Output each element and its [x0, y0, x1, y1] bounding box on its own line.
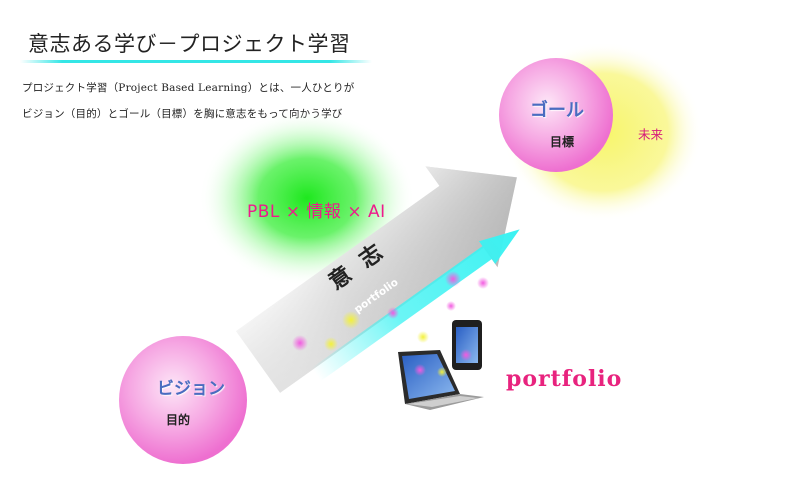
- smartphone-icon: [452, 320, 482, 370]
- goal-label: ゴール: [530, 100, 584, 121]
- sparkle-dot: [387, 307, 399, 319]
- sparkle-dot: [324, 337, 338, 351]
- portfolio-label: portfolio: [506, 366, 623, 392]
- sparkle-dot: [342, 311, 360, 329]
- portfolio-ribbon: [311, 229, 520, 382]
- future-label: 未来: [638, 127, 664, 142]
- sparkle-dot: [445, 271, 461, 287]
- pbl-label: PBL × 情報 × AI: [247, 202, 386, 222]
- sparkle-dot: [477, 277, 489, 289]
- title-underline: [20, 60, 372, 63]
- laptop-icon: [398, 350, 484, 410]
- sparkle-dot: [417, 331, 429, 343]
- vision-sphere: [119, 336, 247, 464]
- vision-label: ビジョン: [157, 379, 225, 399]
- vision-sub-label: 目的: [166, 413, 191, 427]
- page-title: 意志ある学び－プロジェクト学習: [28, 32, 351, 56]
- sparkle-dot: [292, 335, 308, 351]
- goal-sphere: [499, 58, 613, 172]
- goal-sub-label: 目標: [550, 135, 575, 149]
- sparkle-dot: [446, 301, 456, 311]
- description-line-2: ビジョン（目的）とゴール（目標）を胸に意志をもって向かう学び: [22, 108, 343, 120]
- will-arrow: [235, 166, 520, 393]
- description-line-1: プロジェクト学習（Project Based Learning）とは、一人ひとり…: [22, 82, 355, 94]
